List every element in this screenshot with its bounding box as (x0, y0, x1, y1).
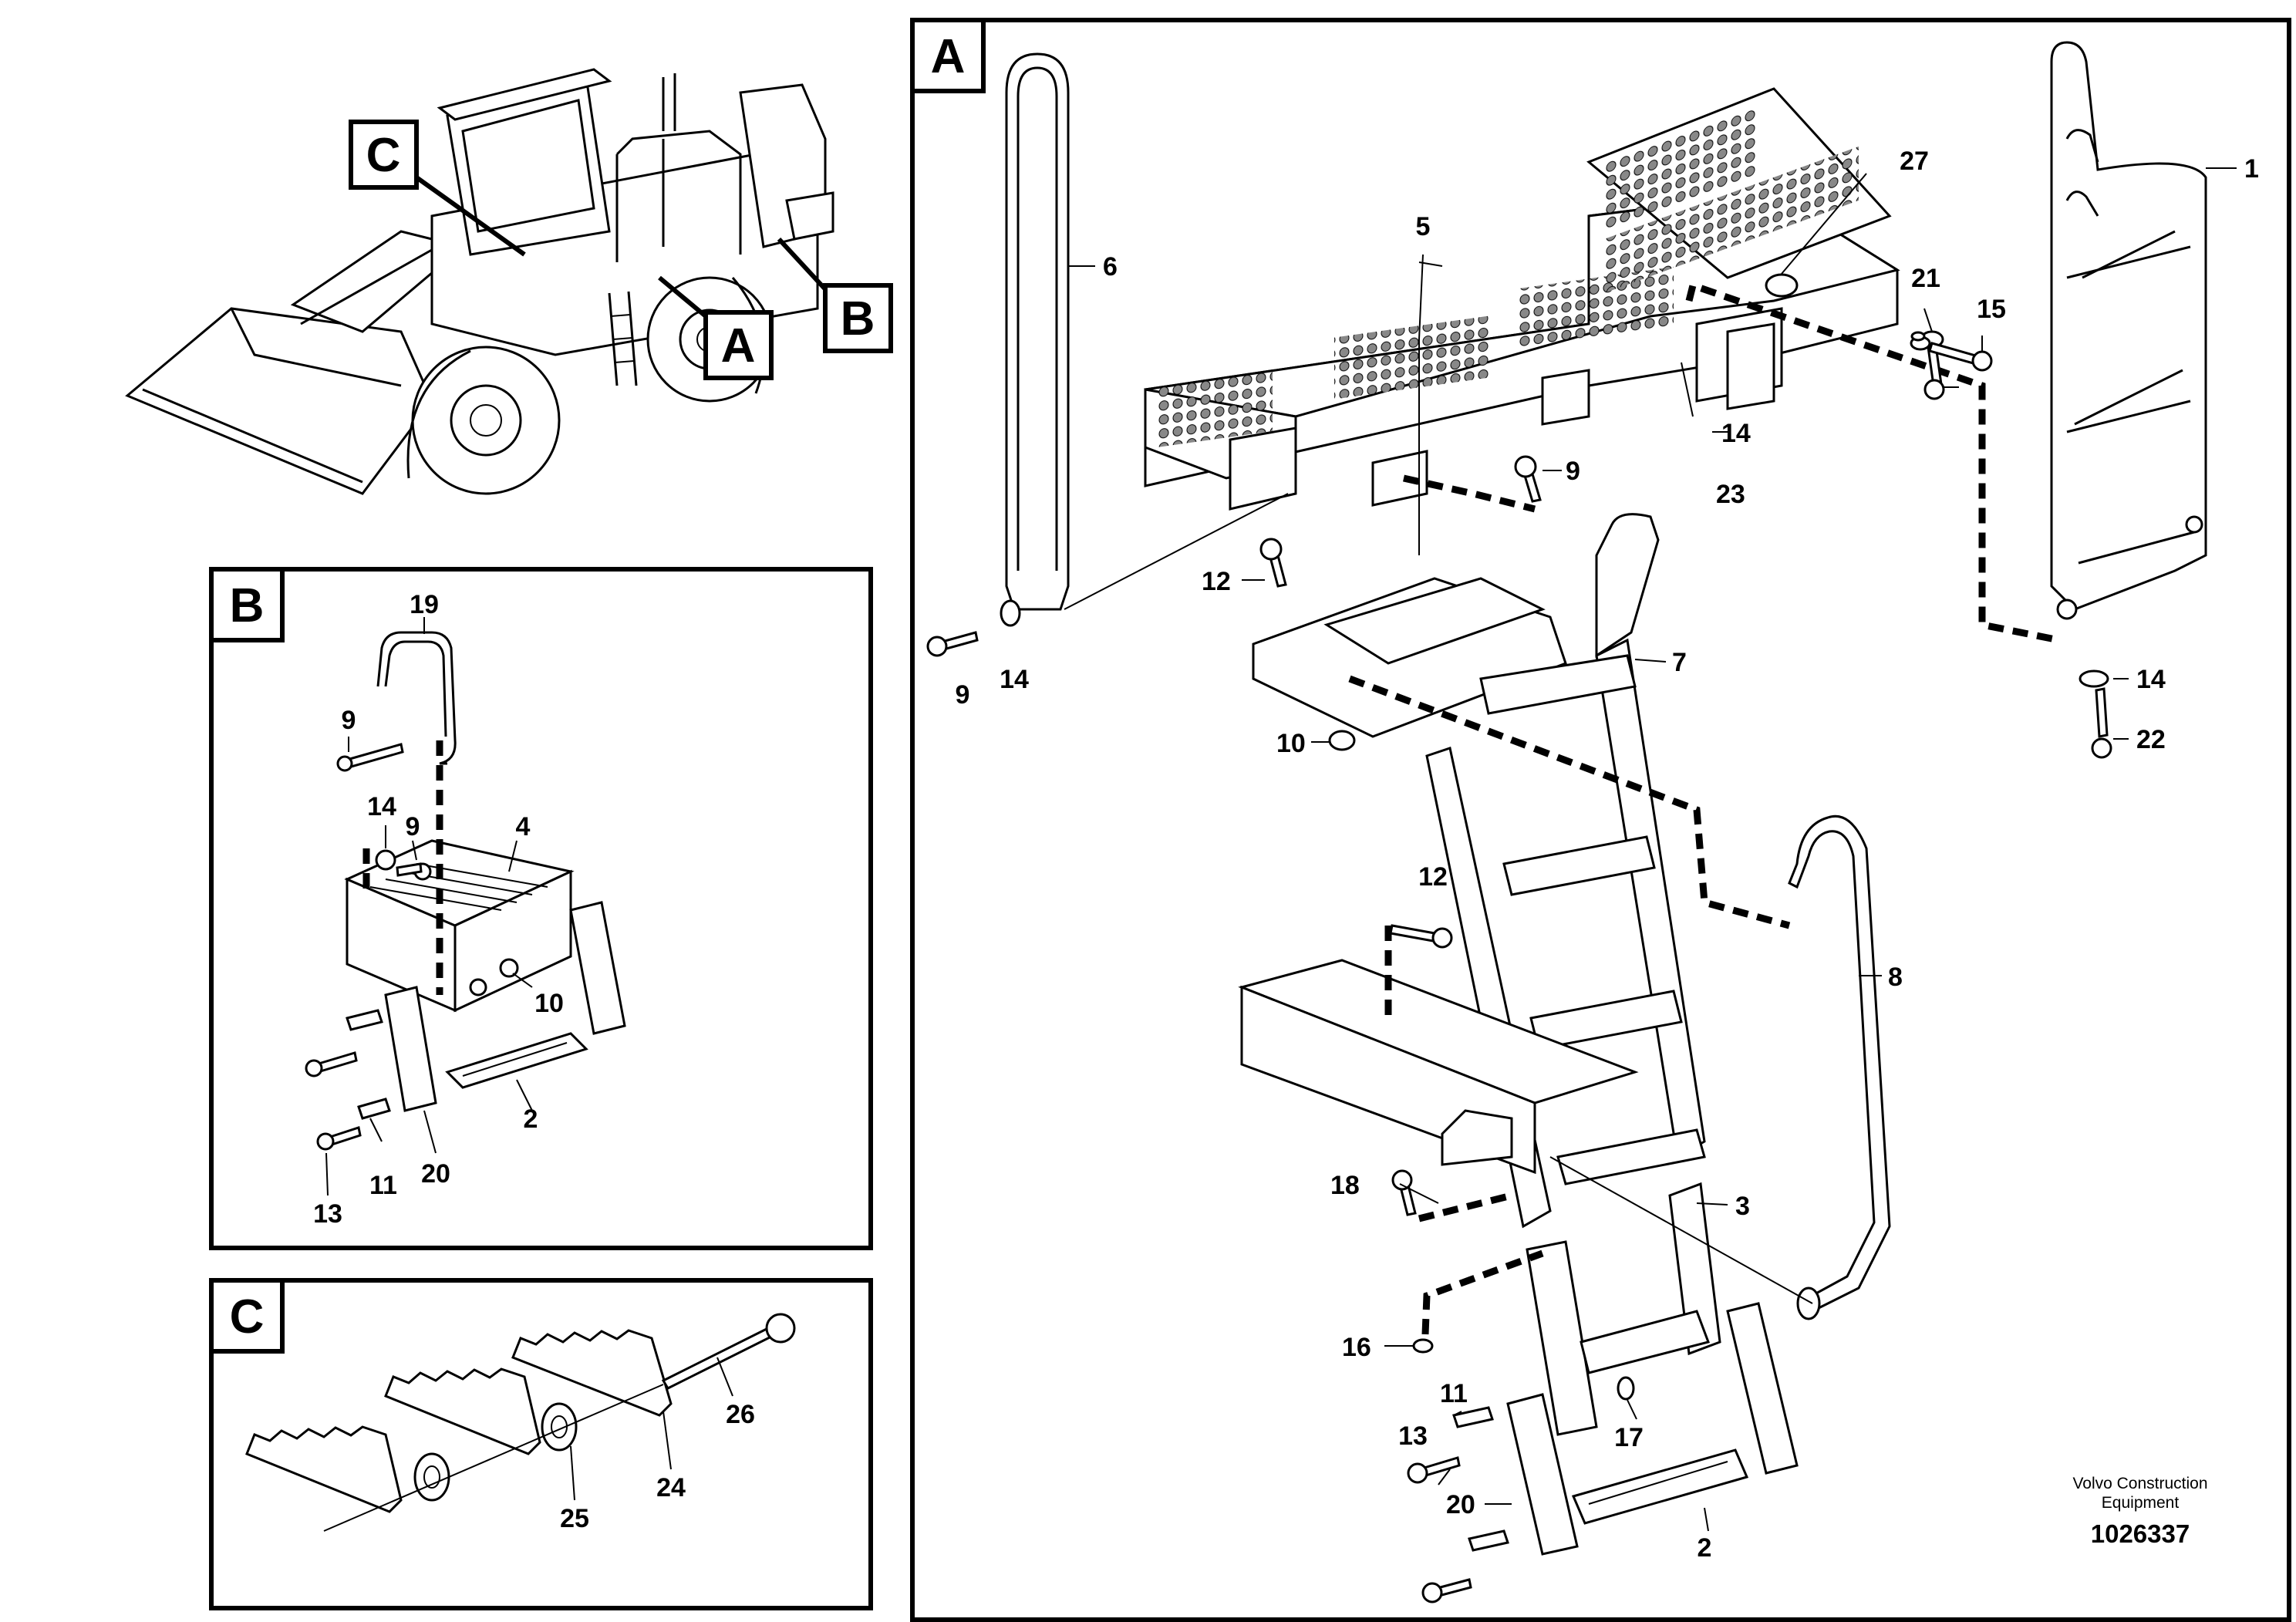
a-label-10: 10 (1276, 729, 1306, 758)
a-label-6: 6 (1103, 252, 1118, 282)
a-label-5: 5 (1416, 212, 1431, 241)
a-label-20: 20 (1446, 1490, 1475, 1519)
overview-callout-c (349, 120, 419, 190)
a-label-12b: 12 (1418, 862, 1448, 892)
a-label-11: 11 (1440, 1379, 1468, 1408)
drawing-number: 1026337 (2091, 1519, 2190, 1548)
a-label-13: 13 (1398, 1421, 1428, 1451)
a-label-14c: 14 (2136, 665, 2166, 694)
b-label-9a: 9 (342, 706, 356, 735)
panel-c-tag: C (230, 1290, 265, 1344)
a-label-22: 22 (2136, 725, 2166, 754)
panel-a-tag: A (931, 30, 966, 83)
a-label-16: 16 (1342, 1333, 1371, 1362)
overview-callout-a (703, 310, 774, 380)
b-label-9b: 9 (406, 812, 420, 841)
a-label-14b: 14 (1000, 665, 1029, 694)
a-label-17: 17 (1614, 1423, 1644, 1452)
platform-perforations (1157, 106, 1859, 447)
b-label-13: 13 (313, 1199, 342, 1229)
b-label-14: 14 (367, 792, 396, 821)
overview-callout-a-label: A (721, 319, 756, 373)
panel-a: A (910, 18, 2291, 1622)
b-label-19: 19 (410, 590, 439, 619)
c-label-26: 26 (726, 1400, 755, 1429)
a-label-27: 27 (1900, 147, 1929, 176)
b-label-11: 11 (369, 1171, 397, 1200)
company-name-line1: Volvo Construction (2072, 1475, 2207, 1492)
a-label-8: 8 (1888, 963, 1903, 992)
wheel-loader-overview: C A B (125, 68, 893, 495)
a-label-2: 2 (1698, 1533, 1712, 1563)
footer: Volvo Construction Equipment 1026337 (2072, 1475, 2207, 1548)
panel-b: B (209, 567, 873, 1250)
panel-c: C 25 24 26 (209, 1278, 873, 1610)
b-label-4: 4 (516, 812, 531, 841)
a-label-15: 15 (1977, 295, 2006, 324)
a-label-23: 23 (1716, 480, 1745, 509)
a-label-12a: 12 (1202, 567, 1231, 596)
a-label-1: 1 (2244, 154, 2259, 184)
overview-callout-b (823, 283, 893, 353)
a-label-7: 7 (1672, 648, 1687, 677)
a-label-21: 21 (1911, 264, 1940, 293)
panel-b-tag: B (230, 579, 265, 632)
b-label-10: 10 (534, 989, 564, 1018)
overview-callout-c-label: C (366, 129, 401, 182)
b-label-2: 2 (524, 1104, 538, 1134)
b-label-20: 20 (421, 1159, 450, 1189)
overview-callout-b-label: B (841, 292, 875, 346)
c-label-24: 24 (656, 1473, 686, 1502)
company-name-line2: Equipment (2102, 1494, 2180, 1512)
a-label-14a: 14 (1721, 419, 1751, 448)
a-label-3: 3 (1735, 1192, 1750, 1221)
a-label-9b: 9 (956, 680, 970, 710)
a-label-9a: 9 (1566, 457, 1580, 486)
a-label-18: 18 (1330, 1171, 1360, 1200)
c-label-25: 25 (560, 1504, 589, 1533)
